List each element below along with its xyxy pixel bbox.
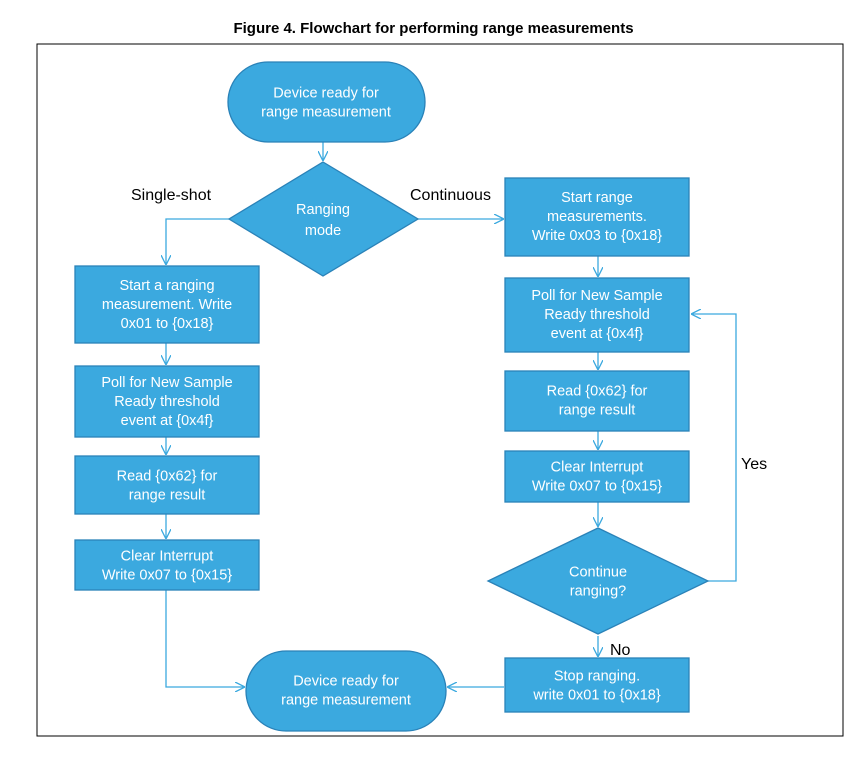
node-ct-read — [504, 370, 690, 432]
label-line: Write 0x07 to {0x15} — [532, 479, 662, 495]
label-continue-decision: Continue ranging? — [569, 565, 627, 600]
label-ct-read: Read {0x62} for range result — [547, 384, 648, 419]
label-ss-read: Read {0x62} for range result — [117, 469, 218, 504]
node-ss-poll — [74, 365, 260, 438]
label-line: write 0x01 to {0x18} — [532, 688, 661, 704]
node-ct-stop — [504, 657, 690, 713]
label-line: range measurement — [261, 105, 391, 121]
edge-mode-to-single-shot — [166, 218, 229, 264]
node-ss-clear — [74, 539, 260, 591]
label-line: Ready threshold — [544, 307, 650, 323]
label-line: event at {0x4f} — [551, 326, 644, 342]
edge-label-yes: Yes — [741, 456, 767, 473]
label-line: Start a ranging — [119, 278, 214, 294]
label-end: Device ready for range measurement — [281, 674, 411, 709]
edge-label-continuous: Continuous — [410, 187, 491, 204]
label-line: ranging? — [570, 584, 626, 600]
label-line: Continue — [569, 565, 627, 581]
edge-labels: Single-shot Continuous Yes No — [131, 187, 767, 659]
node-end-terminal — [245, 650, 447, 732]
label-line: Poll for New Sample — [531, 288, 662, 304]
node-ct-start — [504, 177, 690, 257]
label-line: Clear Interrupt — [551, 460, 644, 476]
label-line: 0x01 to {0x18} — [121, 316, 214, 332]
label-start: Device ready for range measurement — [261, 86, 391, 121]
label-ss-start: Start a ranging measurement. Write 0x01 to… — [102, 278, 232, 332]
node-ss-start — [74, 265, 260, 344]
figure-title: Figure 4. Flowchart for performing range… — [233, 20, 634, 37]
node-ct-clear — [504, 450, 690, 503]
edge-label-single-shot: Single-shot — [131, 187, 212, 204]
label-line: Device ready for — [273, 86, 379, 102]
label-ct-start: Start range measurements. Write 0x03 to {0… — [532, 190, 662, 244]
label-line: Ready threshold — [114, 394, 220, 410]
label-line: Read {0x62} for — [117, 469, 218, 485]
edges — [165, 142, 737, 687]
label-line: Write 0x07 to {0x15} — [102, 568, 232, 584]
edge-label-no: No — [610, 642, 631, 659]
figure-frame — [36, 43, 844, 737]
node-start-terminal — [227, 61, 426, 143]
label-line: measurements. — [547, 209, 647, 225]
edge-ss-clear-to-end — [165, 590, 244, 687]
label-line: Stop ranging. — [554, 669, 640, 685]
label-line: Clear Interrupt — [121, 549, 214, 565]
node-labels: Device ready for range measurement Rangin… — [101, 86, 662, 709]
label-line: Device ready for — [293, 674, 399, 690]
label-line: range result — [559, 403, 636, 419]
node-ct-poll — [504, 277, 690, 353]
node-continue-decision — [486, 527, 710, 635]
label-line: Write 0x03 to {0x18} — [532, 228, 662, 244]
label-line: Poll for New Sample — [101, 375, 232, 391]
label-line: event at {0x4f} — [121, 413, 214, 429]
label-line: mode — [305, 223, 341, 239]
label-ranging-mode: Ranging mode — [296, 202, 350, 239]
nodes — [74, 61, 710, 732]
label-ct-stop: Stop ranging. write 0x01 to {0x18} — [532, 669, 661, 704]
label-line: Start range — [561, 190, 633, 206]
label-line: Read {0x62} for — [547, 384, 648, 400]
node-ss-read — [74, 455, 260, 515]
label-line: range measurement — [281, 693, 411, 709]
label-line: Ranging — [296, 202, 350, 218]
edge-decide-yes-loop — [692, 314, 737, 582]
label-line: range result — [129, 488, 206, 504]
node-ranging-mode-decision — [227, 161, 420, 277]
label-line: measurement. Write — [102, 297, 232, 313]
